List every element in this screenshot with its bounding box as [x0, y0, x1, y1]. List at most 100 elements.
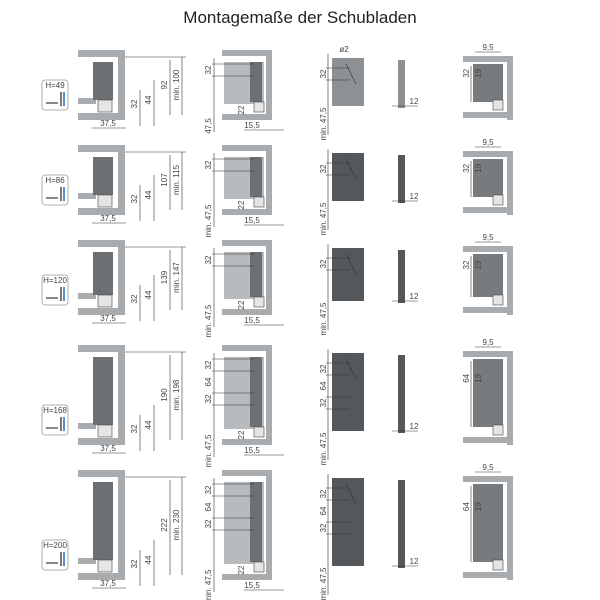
dimension-label: 32 — [462, 260, 471, 269]
runner-symbol-icon — [46, 197, 58, 199]
cabinet-bottom — [222, 209, 272, 215]
dimension-label: 32 — [204, 485, 213, 494]
dimension-label: 32 — [319, 164, 328, 173]
dimension-label: 9,5 — [482, 338, 494, 347]
dimension-label: 64 — [462, 502, 471, 511]
runner-profile — [253, 296, 265, 308]
dimension-label: min. 47,5 — [319, 432, 328, 465]
runner-symbol-icon — [63, 187, 65, 201]
drawer-bottom — [78, 423, 96, 429]
cabinet-top — [222, 240, 270, 246]
dimension-label: 19 — [474, 68, 483, 77]
dimension-label: min. 47,5 — [319, 202, 328, 235]
dimension-label: min. 47,5 — [204, 569, 213, 600]
dimension-label: 12 — [410, 557, 419, 566]
dimension-label: 15,5 — [244, 216, 260, 225]
dimension-label: 32 — [204, 160, 213, 169]
cabinet-top — [78, 470, 123, 477]
cabinet-side — [266, 470, 272, 580]
drawer-side-panel — [93, 157, 113, 195]
runner-profile — [253, 196, 265, 208]
height-badge-label: H=120 — [43, 276, 67, 285]
dimension-label: 9,5 — [482, 138, 494, 147]
dimension-label: min. 47,5 — [319, 567, 328, 600]
dimension-label: 12 — [410, 292, 419, 301]
dimension-label: 32 — [462, 163, 471, 172]
dimension-label: 64 — [319, 381, 328, 390]
dimension-label: 19 — [474, 373, 483, 382]
drawer-side-panel — [473, 254, 503, 297]
runner-symbol-icon — [46, 102, 58, 104]
height-badge-label: H=168 — [43, 406, 67, 415]
cabinet-top — [463, 56, 511, 62]
dimension-label: 32 — [204, 394, 213, 403]
dimension-label: 64 — [319, 506, 328, 515]
drawer-side-panel — [250, 357, 262, 427]
cabinet-side — [507, 476, 513, 580]
dimension-label: 92 — [160, 80, 169, 89]
dimension-label: 32 — [204, 255, 213, 264]
cabinet-side — [118, 240, 125, 315]
drawer-edge — [398, 250, 405, 303]
cabinet-top — [222, 145, 270, 151]
drawer-bottom — [78, 293, 96, 299]
dimension-label: 64 — [204, 377, 213, 386]
cabinet-top — [78, 50, 123, 57]
dimension-label: min. 47,5 — [319, 107, 328, 140]
drawer-edge — [398, 355, 405, 433]
dimension-label: 32 — [130, 559, 139, 568]
drawer-side-panel — [250, 62, 262, 102]
drawer-panel — [332, 248, 364, 301]
cabinet-top — [463, 246, 511, 252]
dimension-label: 19 — [474, 260, 483, 269]
dimension-label: 107 — [160, 173, 169, 187]
cabinet-side — [266, 345, 272, 445]
dimension-label: 44 — [144, 420, 153, 429]
dimension-label: min. 47,5 — [204, 204, 213, 237]
dimension-label: 15,5 — [244, 121, 260, 130]
height-badge-label: H=86 — [45, 176, 65, 185]
dimension-label: min. 47,5 — [204, 434, 213, 467]
dimension-label: 22 — [237, 430, 246, 439]
angle-marker — [345, 253, 357, 275]
cabinet-bottom — [463, 437, 513, 443]
dimension-label: 12 — [410, 192, 419, 201]
dimension-label: 32 — [319, 398, 328, 407]
dimension-label: 32 — [319, 523, 328, 532]
dimension-label: 32 — [130, 99, 139, 108]
dimension-label: 37,5 — [100, 214, 116, 223]
dimension-label: 22 — [237, 200, 246, 209]
drawer-panel — [332, 58, 364, 106]
dimension-label: 9,5 — [482, 43, 494, 52]
runner-profile — [97, 424, 113, 438]
drawer-side-panel — [250, 157, 262, 197]
cabinet-bottom — [463, 572, 513, 578]
dimension-label: min. 47,5 — [204, 304, 213, 337]
cabinet-top — [463, 351, 511, 357]
runner-symbol-icon — [46, 297, 58, 299]
dimension-label: 32 — [130, 194, 139, 203]
runner-symbol-icon — [60, 92, 62, 106]
cabinet-side — [118, 145, 125, 215]
cabinet-side — [118, 345, 125, 445]
dimension-label: 32 — [130, 424, 139, 433]
dimension-label: 15,5 — [244, 581, 260, 590]
dimension-label: 190 — [160, 388, 169, 402]
dimension-label: 32 — [204, 519, 213, 528]
drawer-side-panel — [93, 62, 113, 100]
dimension-label: 37,5 — [100, 314, 116, 323]
dimension-label: 32 — [130, 294, 139, 303]
dimension-label: min. 230 — [172, 509, 181, 540]
dimension-label: 37,5 — [100, 444, 116, 453]
angle-marker — [345, 483, 357, 505]
runner-profile — [492, 294, 504, 306]
runner-symbol-icon — [63, 417, 65, 431]
dimension-label: 32 — [319, 69, 328, 78]
cabinet-top — [463, 476, 511, 482]
dimension-label: 32 — [319, 364, 328, 373]
drawer-panel — [332, 153, 364, 201]
